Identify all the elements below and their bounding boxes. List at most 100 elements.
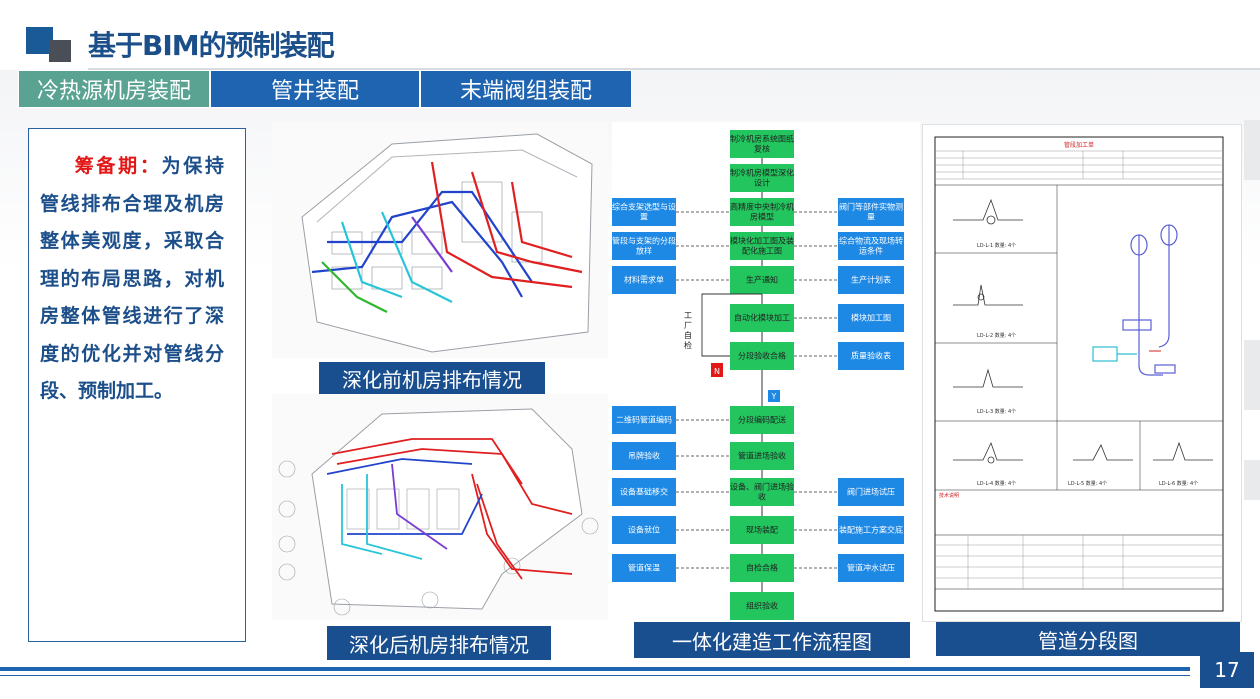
description-text: 筹备期：为保持管线排布合理及机房整体美观度，采取合理的布局思路，对机房整体管线进… xyxy=(40,148,224,411)
flow-input-label: 质量验收表 xyxy=(851,351,891,361)
page-title: 基于BIM的预制装配 xyxy=(88,29,335,62)
flow-step-label: 制冷机房模型深化设计 xyxy=(730,168,794,188)
segment-label: LD-L-2 数量: 4个 xyxy=(977,332,1016,339)
decor-bar xyxy=(1244,460,1260,500)
flow-step-box xyxy=(730,592,794,620)
flow-input-box xyxy=(838,478,904,506)
flow-step-label: 自检合格 xyxy=(746,563,778,573)
flow-input-label: 综合支架选型与设置 xyxy=(612,202,676,222)
description-highlight: 筹备期： xyxy=(72,155,162,177)
caption-after: 深化后机房排布情况 xyxy=(327,626,551,660)
flow-input-box xyxy=(838,516,904,544)
flow-step-label: 自动化模块加工 xyxy=(734,313,790,323)
flow-step-box xyxy=(730,406,794,434)
flow-step-box xyxy=(730,198,794,226)
flow-input-label: 管道保温 xyxy=(628,563,660,573)
flow-side-label: 工厂自检 xyxy=(684,311,692,350)
flow-step-label: 生产通知 xyxy=(746,275,778,285)
after-layout-svg xyxy=(278,408,599,616)
caption-flow: 一体化建造工作流程图 xyxy=(634,622,910,658)
flow-input-label: 装配施工方案交底 xyxy=(839,525,903,535)
flow-input-box xyxy=(612,406,676,434)
flow-no-marker xyxy=(711,363,723,377)
flow-yes-label: Y xyxy=(771,392,777,401)
flow-input-box xyxy=(612,554,676,582)
flow-yes-marker xyxy=(768,390,780,402)
flow-input-box xyxy=(612,198,676,226)
flow-step-label: 管道进场验收 xyxy=(738,451,786,461)
flow-input-label: 设备基础移交 xyxy=(620,487,668,497)
segment-label: LD-L-5 数量: 4个 xyxy=(1068,480,1107,487)
flow-input-label: 生产计划表 xyxy=(851,275,891,285)
description-body: 为保持管线排布合理及机房整体美观度，采取合理的布局思路，对机房整体管线进行了深度… xyxy=(40,155,224,402)
flowchart: 制冷机房系统图纸复核制冷机房模型深化设计高精度中央制冷机房模型模块化加工图及装配… xyxy=(612,122,920,620)
segment-label: LD-L-4 数量: 4个 xyxy=(977,480,1016,487)
segment-note-title: 技术说明 xyxy=(939,492,959,499)
flow-input-box xyxy=(838,342,904,370)
caption-before: 深化前机房排布情况 xyxy=(319,362,545,394)
flowchart-svg: 制冷机房系统图纸复核制冷机房模型深化设计高精度中央制冷机房模型模块化加工图及装配… xyxy=(612,130,904,620)
flow-step-box xyxy=(730,164,794,192)
title-divider xyxy=(88,68,1260,70)
page-number: 17 xyxy=(1200,652,1254,688)
flow-step-label: 高精度中央制冷机房模型 xyxy=(730,202,794,222)
flow-input-label: 设备就位 xyxy=(628,525,660,535)
flow-input-label: 二维码管道编码 xyxy=(616,415,672,425)
segment-label: LD-L-6 数量: 4个 xyxy=(1159,480,1198,487)
flow-input-label: 吊牌验收 xyxy=(628,451,660,461)
flow-step-box xyxy=(730,442,794,470)
flow-step-box xyxy=(730,130,794,158)
flow-step-label: 模块化加工图及装配化施工图 xyxy=(730,236,794,256)
flow-input-box xyxy=(612,478,676,506)
decor-bar xyxy=(1244,340,1260,410)
tab-chiller-room[interactable]: 冷热源机房装配 xyxy=(18,70,210,108)
flow-input-label: 管段与支架的分段放样 xyxy=(612,236,676,256)
segment-sheet-title: 管段加工单 xyxy=(1064,141,1094,149)
flow-input-box xyxy=(838,266,904,294)
flow-step-box xyxy=(730,554,794,582)
tab-valve-group[interactable]: 末端阀组装配 xyxy=(420,70,632,108)
flow-step-box xyxy=(730,478,794,506)
flow-step-label: 设备、阀门进场验收 xyxy=(730,482,794,502)
flow-input-box xyxy=(612,442,676,470)
flow-input-box xyxy=(838,232,904,260)
flow-step-label: 组织验收 xyxy=(746,601,778,611)
flow-step-box xyxy=(730,342,794,370)
title-square-icon xyxy=(49,40,71,62)
flow-input-label: 模块加工图 xyxy=(851,313,891,323)
flow-input-label: 材料需求单 xyxy=(624,275,664,285)
flow-step-box xyxy=(730,304,794,332)
flow-input-box xyxy=(612,266,676,294)
flow-step-label: 现场装配 xyxy=(746,525,778,535)
before-layout-drawing xyxy=(272,122,608,358)
caption-segment: 管道分段图 xyxy=(936,622,1240,656)
segment-label: LD-L-1 数量: 4个 xyxy=(977,242,1016,249)
bottom-rule xyxy=(0,675,1190,676)
flow-input-label: 管道冲水试压 xyxy=(847,563,895,573)
flow-step-box xyxy=(730,266,794,294)
flow-input-label: 阀门等部件实物测量 xyxy=(839,202,903,222)
flow-no-label: N xyxy=(714,367,720,376)
segment-label: LD-L-3 数量: 4个 xyxy=(977,408,1016,415)
title-square-icon xyxy=(26,27,53,54)
description-panel xyxy=(28,128,246,642)
flow-step-label: 分段编码配送 xyxy=(738,415,786,425)
flow-input-box xyxy=(838,554,904,582)
flow-loop xyxy=(701,293,762,357)
flow-step-label: 制冷机房系统图纸复核 xyxy=(730,134,794,154)
flow-step-box xyxy=(730,232,794,260)
flow-input-box xyxy=(838,198,904,226)
bottom-rule xyxy=(0,667,1190,671)
segment-sheet: 管段加工单 xyxy=(922,124,1242,622)
after-layout-drawing xyxy=(272,394,608,620)
flow-step-box xyxy=(730,516,794,544)
tab-bar: 冷热源机房装配 管井装配 末端阀组装配 xyxy=(18,70,632,108)
flow-input-box xyxy=(838,304,904,332)
flow-input-label: 综合物流及现场转运条件 xyxy=(839,236,903,256)
flow-step-label: 分段验收合格 xyxy=(738,351,786,361)
segment-svg: 管段加工单 xyxy=(934,136,1224,612)
flow-input-box xyxy=(612,516,676,544)
before-layout-svg xyxy=(301,133,593,353)
tab-pipe-shaft[interactable]: 管井装配 xyxy=(210,70,420,108)
decor-bar xyxy=(1244,120,1260,180)
